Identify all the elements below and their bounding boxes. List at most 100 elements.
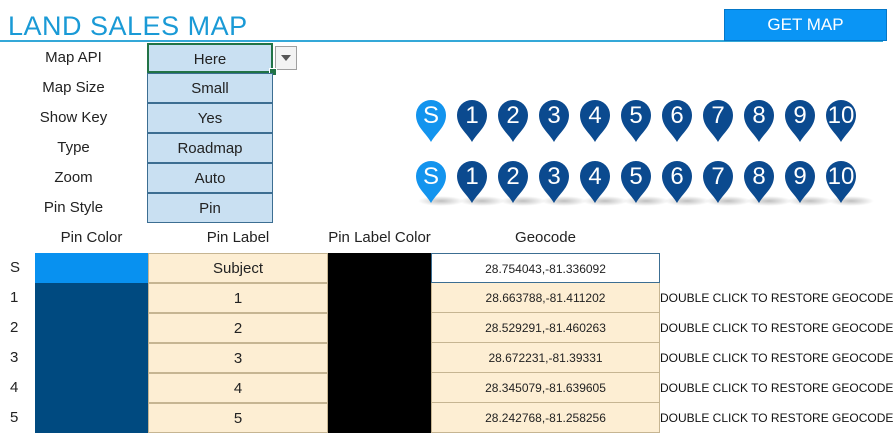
pin-color-block[interactable]: [35, 283, 148, 433]
map-pin-icon: 8: [742, 158, 776, 204]
geocode-cell[interactable]: 28.672231,-81.39331: [431, 343, 660, 373]
geocode-cell[interactable]: 28.242768,-81.258256: [431, 403, 660, 433]
pin-shadow: [705, 196, 751, 206]
pin-shadow: [623, 196, 669, 206]
pin-label: 6: [670, 102, 684, 129]
pin-shadow: [541, 196, 587, 206]
header-pin-color: Pin Color: [60, 229, 123, 246]
pin-label: S: [422, 102, 439, 129]
setting-label-type: Type: [57, 139, 90, 156]
map-pin-icon: 5: [619, 158, 653, 204]
setting-value-map-api[interactable]: Here: [147, 43, 273, 73]
restore-geocode-note: DOUBLE CLICK TO RESTORE GEOCODE: [660, 291, 894, 305]
subject-pin-icon: S: [414, 97, 448, 143]
map-pin-icon: 2: [496, 158, 530, 204]
map-pin-icon: 6: [660, 97, 694, 143]
title-underline: [0, 40, 883, 42]
pin-shadow: [664, 196, 710, 206]
map-pin-icon: 4: [578, 97, 612, 143]
pin-shadow: [418, 196, 464, 206]
map-pin-icon: 2: [496, 97, 530, 143]
setting-label-pin-style: Pin Style: [43, 199, 104, 216]
chevron-down-icon: [281, 55, 291, 61]
pin-label-cell-subject[interactable]: Subject: [148, 253, 328, 283]
pin-label-cell[interactable]: 2: [148, 313, 328, 343]
pin-label: 7: [711, 163, 725, 190]
setting-value-zoom[interactable]: Auto: [147, 163, 273, 193]
setting-label-show-key: Show Key: [39, 109, 108, 126]
map-pin-icon: 9: [783, 97, 817, 143]
pin-label-color-cell[interactable]: [328, 283, 431, 313]
pin-label: S: [422, 163, 439, 190]
geocode-cell[interactable]: 28.529291,-81.460263: [431, 313, 660, 343]
setting-value-map-size[interactable]: Small: [147, 73, 273, 103]
pin-label: 2: [506, 163, 520, 190]
header-pin-label: Pin Label: [206, 229, 270, 246]
pin-label: 10: [827, 102, 855, 129]
map-pin-icon: 9: [783, 158, 817, 204]
setting-value-type[interactable]: Roadmap: [147, 133, 273, 163]
setting-label-map-size: Map Size: [42, 79, 105, 96]
page-title: LAND SALES MAP: [8, 11, 248, 41]
pin-shadow: [582, 196, 628, 206]
map-pin-icon: 10: [824, 158, 858, 204]
map-pin-icon: 6: [660, 158, 694, 204]
selection-fill-handle[interactable]: [269, 68, 277, 76]
pin-label-cell[interactable]: 5: [148, 403, 328, 433]
pin-shadow: [787, 196, 833, 206]
pin-label-cell[interactable]: 4: [148, 373, 328, 403]
setting-label-map-api: Map API: [45, 49, 102, 66]
pin-label: 2: [506, 102, 520, 129]
map-pin-icon: 4: [578, 158, 612, 204]
pin-label-color-cell[interactable]: [328, 403, 431, 433]
row-key: 2: [10, 319, 19, 336]
pin-label: 5: [629, 163, 643, 190]
pin-label: 3: [547, 163, 561, 190]
pin-label: 10: [827, 163, 855, 190]
pin-label: 1: [465, 102, 479, 129]
row-key: 3: [10, 349, 19, 366]
pin-shadow: [828, 196, 874, 206]
setting-value-show-key[interactable]: Yes: [147, 103, 273, 133]
header-pin-label-color: Pin Label Color: [328, 229, 431, 246]
geocode-cell-subject[interactable]: 28.754043,-81.336092: [431, 253, 660, 283]
pin-label-color-cell[interactable]: [328, 373, 431, 403]
pin-label-color-cell-subject[interactable]: [328, 253, 431, 283]
pin-label: 5: [629, 102, 643, 129]
setting-value-pin-style[interactable]: Pin: [147, 193, 273, 223]
setting-label-zoom: Zoom: [54, 169, 93, 186]
row-key: 1: [10, 289, 19, 306]
pin-label-cell[interactable]: 3: [148, 343, 328, 373]
pin-label: 8: [752, 102, 766, 129]
pin-label: 8: [752, 163, 766, 190]
row-key: 5: [10, 409, 19, 426]
pin-label: 3: [547, 102, 561, 129]
geocode-cell[interactable]: 28.663788,-81.411202: [431, 283, 660, 313]
get-map-button[interactable]: GET MAP: [724, 9, 887, 41]
restore-geocode-note: DOUBLE CLICK TO RESTORE GEOCODE: [660, 381, 894, 395]
map-pin-icon: 8: [742, 97, 776, 143]
map-pin-icon: 7: [701, 158, 735, 204]
map-api-dropdown-button[interactable]: [275, 46, 297, 70]
map-pin-icon: 10: [824, 97, 858, 143]
pin-label-color-cell[interactable]: [328, 313, 431, 343]
map-pin-icon: 3: [537, 158, 571, 204]
map-pin-icon: 5: [619, 97, 653, 143]
pin-label: 7: [711, 102, 725, 129]
map-pin-icon: 1: [455, 97, 489, 143]
pin-label-cell[interactable]: 1: [148, 283, 328, 313]
pin-label: 4: [588, 163, 602, 190]
restore-geocode-note: DOUBLE CLICK TO RESTORE GEOCODE: [660, 411, 894, 425]
map-pin-icon: 3: [537, 97, 571, 143]
pin-shadow: [500, 196, 546, 206]
map-pin-icon: 7: [701, 97, 735, 143]
header-geocode: Geocode: [515, 229, 576, 246]
map-pin-icon: 1: [455, 158, 489, 204]
geocode-cell[interactable]: 28.345079,-81.639605: [431, 373, 660, 403]
pin-label: 9: [793, 102, 807, 129]
pin-label: 9: [793, 163, 807, 190]
pin-color-cell-subject[interactable]: [35, 253, 148, 283]
pin-label-color-cell[interactable]: [328, 343, 431, 373]
pin-label: 4: [588, 102, 602, 129]
restore-geocode-note: DOUBLE CLICK TO RESTORE GEOCODE: [660, 321, 894, 335]
